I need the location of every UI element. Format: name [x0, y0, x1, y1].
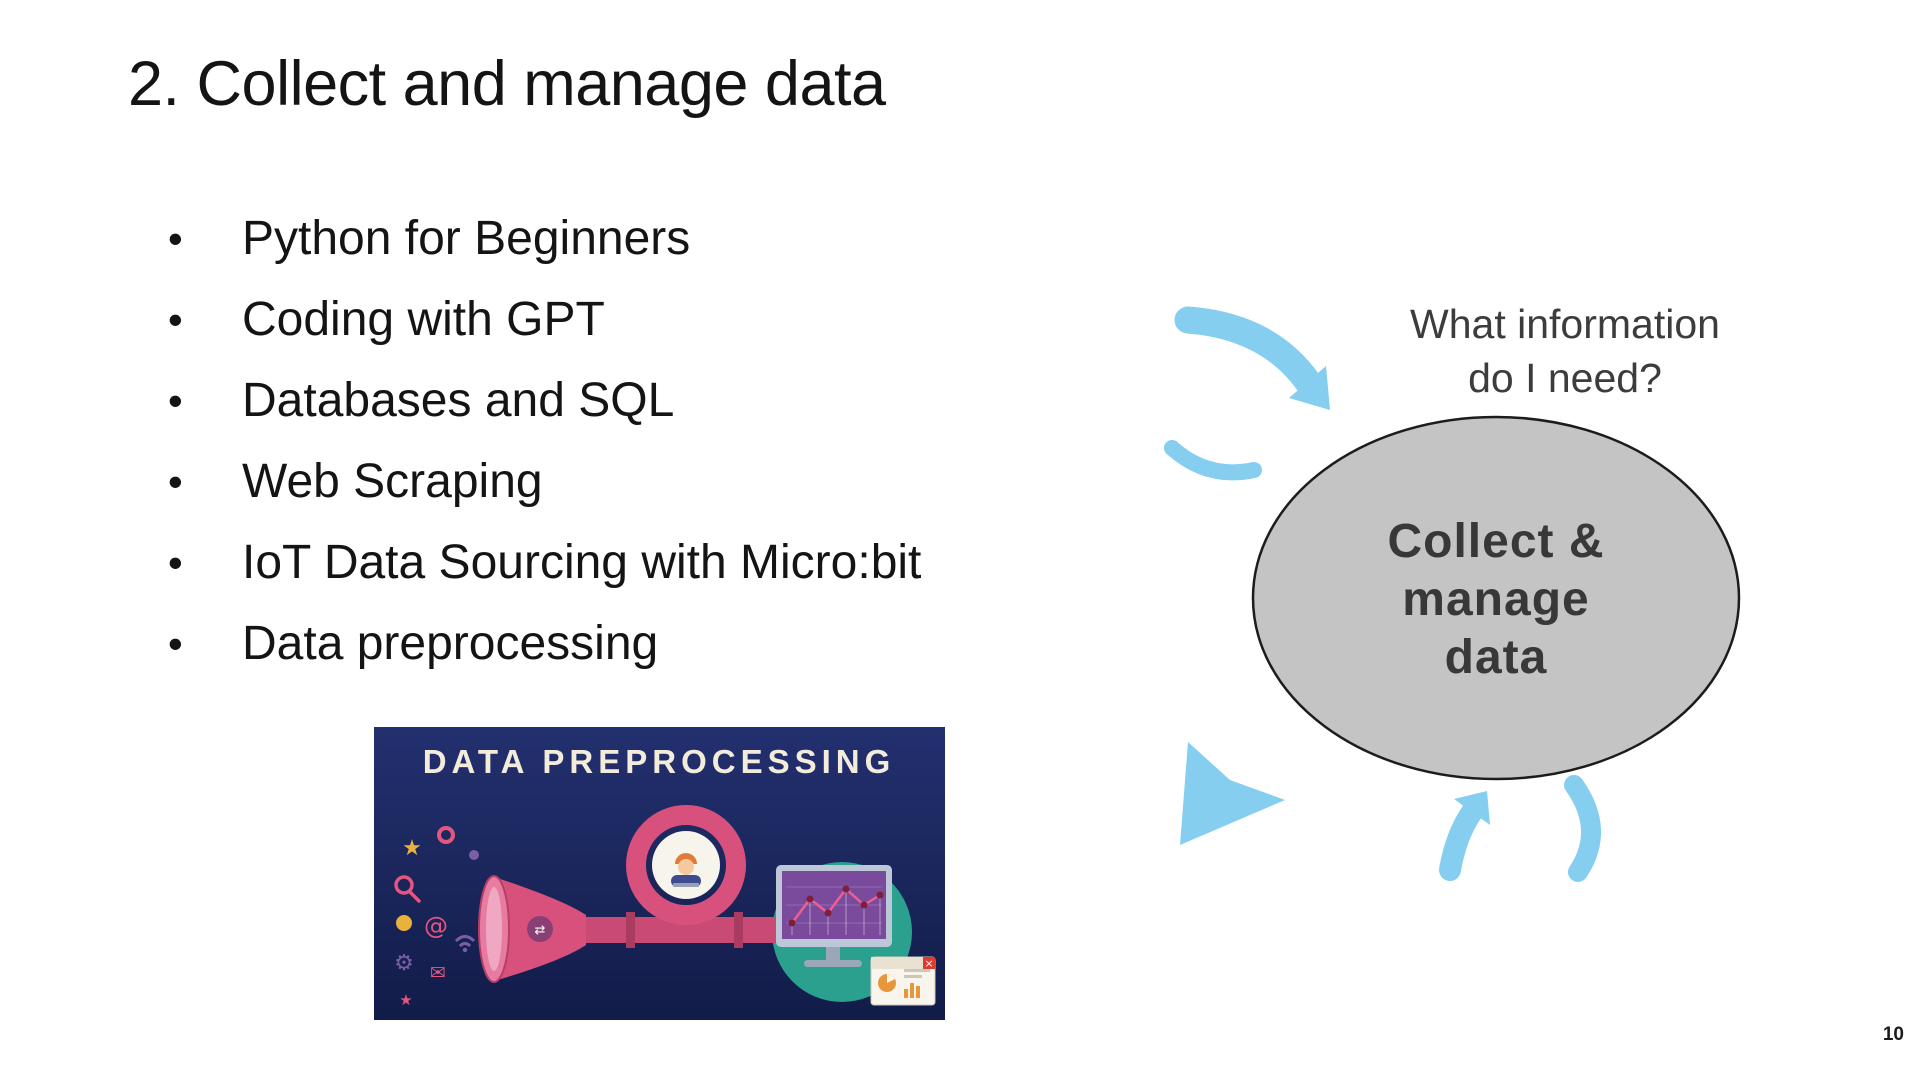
at-icon: @ — [424, 912, 448, 940]
arrow-top-left-head — [1289, 366, 1330, 410]
collect-manage-diagram: What information do I need? Collect & ma… — [1164, 301, 1741, 882]
bullet-list: • Python for Beginners • Coding with GPT… — [168, 198, 921, 684]
analyst-avatar — [652, 831, 720, 899]
pie-slice — [887, 974, 895, 983]
list-item: • Python for Beginners — [168, 198, 921, 279]
dot-icon — [469, 850, 479, 860]
diagram-question-line2: do I need? — [1468, 355, 1662, 401]
envelope-icon: ✉ — [430, 962, 446, 984]
page-title: 2. Collect and manage data — [128, 49, 886, 119]
illustration-title: DATA PREPROCESSING — [423, 743, 896, 780]
bullet-marker: • — [168, 620, 183, 667]
arrow-bottom-right-curl — [1564, 775, 1601, 882]
close-icon: × — [924, 957, 933, 970]
arrow-bottom-left-head — [1180, 742, 1285, 845]
arrow-bottom-up-head — [1454, 791, 1490, 825]
flow-arrows — [1164, 306, 1601, 882]
bullet-text: Web Scraping — [242, 455, 543, 508]
bullet-marker: • — [168, 296, 183, 343]
monitor — [776, 865, 892, 967]
loop-ring — [626, 805, 746, 925]
bullet-text: Databases and SQL — [242, 374, 675, 427]
arrow-left-arc — [1164, 440, 1262, 481]
bar-chart-icon — [904, 983, 920, 998]
popup-window: × — [870, 956, 936, 1006]
chart-stems — [791, 889, 881, 935]
bullet-marker: • — [168, 215, 183, 262]
close-button-shape — [923, 957, 935, 969]
list-item: • Databases and SQL — [168, 360, 921, 441]
arrow-top-left — [1174, 306, 1322, 396]
funnel: ⇄ — [478, 875, 586, 983]
process-diagram: What information do I need? Collect & ma… — [1150, 280, 1800, 900]
data-preprocessing-image: DATA PREPROCESSING ★ @ ⚙ ✉ ★ — [374, 727, 945, 1020]
list-item: • Data preprocessing — [168, 603, 921, 684]
swap-icon: ⇄ — [535, 923, 546, 938]
bullet-text: Python for Beginners — [242, 212, 691, 265]
bullet-marker: • — [168, 377, 183, 424]
node-label-line3: data — [1445, 631, 1548, 684]
chart-points — [788, 885, 884, 927]
node-label-line2: manage — [1402, 573, 1589, 626]
data-preprocessing-illustration: DATA PREPROCESSING ★ @ ⚙ ✉ ★ — [374, 727, 945, 1020]
bullet-marker: • — [168, 539, 183, 586]
node-label-line1: Collect & — [1387, 515, 1604, 568]
ring-icon — [437, 826, 455, 844]
list-item: • Coding with GPT — [168, 279, 921, 360]
star-icon: ★ — [399, 991, 412, 1009]
collect-manage-node — [1251, 415, 1741, 781]
bullet-text: IoT Data Sourcing with Micro:bit — [242, 536, 922, 589]
list-item: • IoT Data Sourcing with Micro:bit — [168, 522, 921, 603]
bullet-marker: • — [168, 458, 183, 505]
gear-icon: ⚙ — [394, 951, 414, 976]
bullet-text: Data preprocessing — [242, 617, 659, 670]
magnifier-icon — [394, 875, 421, 903]
text-line — [904, 975, 922, 978]
arrow-bottom-up — [1439, 801, 1483, 881]
bullet-text: Coding with GPT — [242, 293, 605, 346]
wifi-icon — [454, 935, 476, 953]
circle-icon — [396, 915, 412, 931]
star-icon: ★ — [402, 836, 422, 861]
page-number: 10 — [1882, 1024, 1904, 1045]
list-item: • Web Scraping — [168, 441, 921, 522]
text-line — [904, 969, 930, 972]
diagram-question-line1: What information — [1410, 301, 1720, 347]
